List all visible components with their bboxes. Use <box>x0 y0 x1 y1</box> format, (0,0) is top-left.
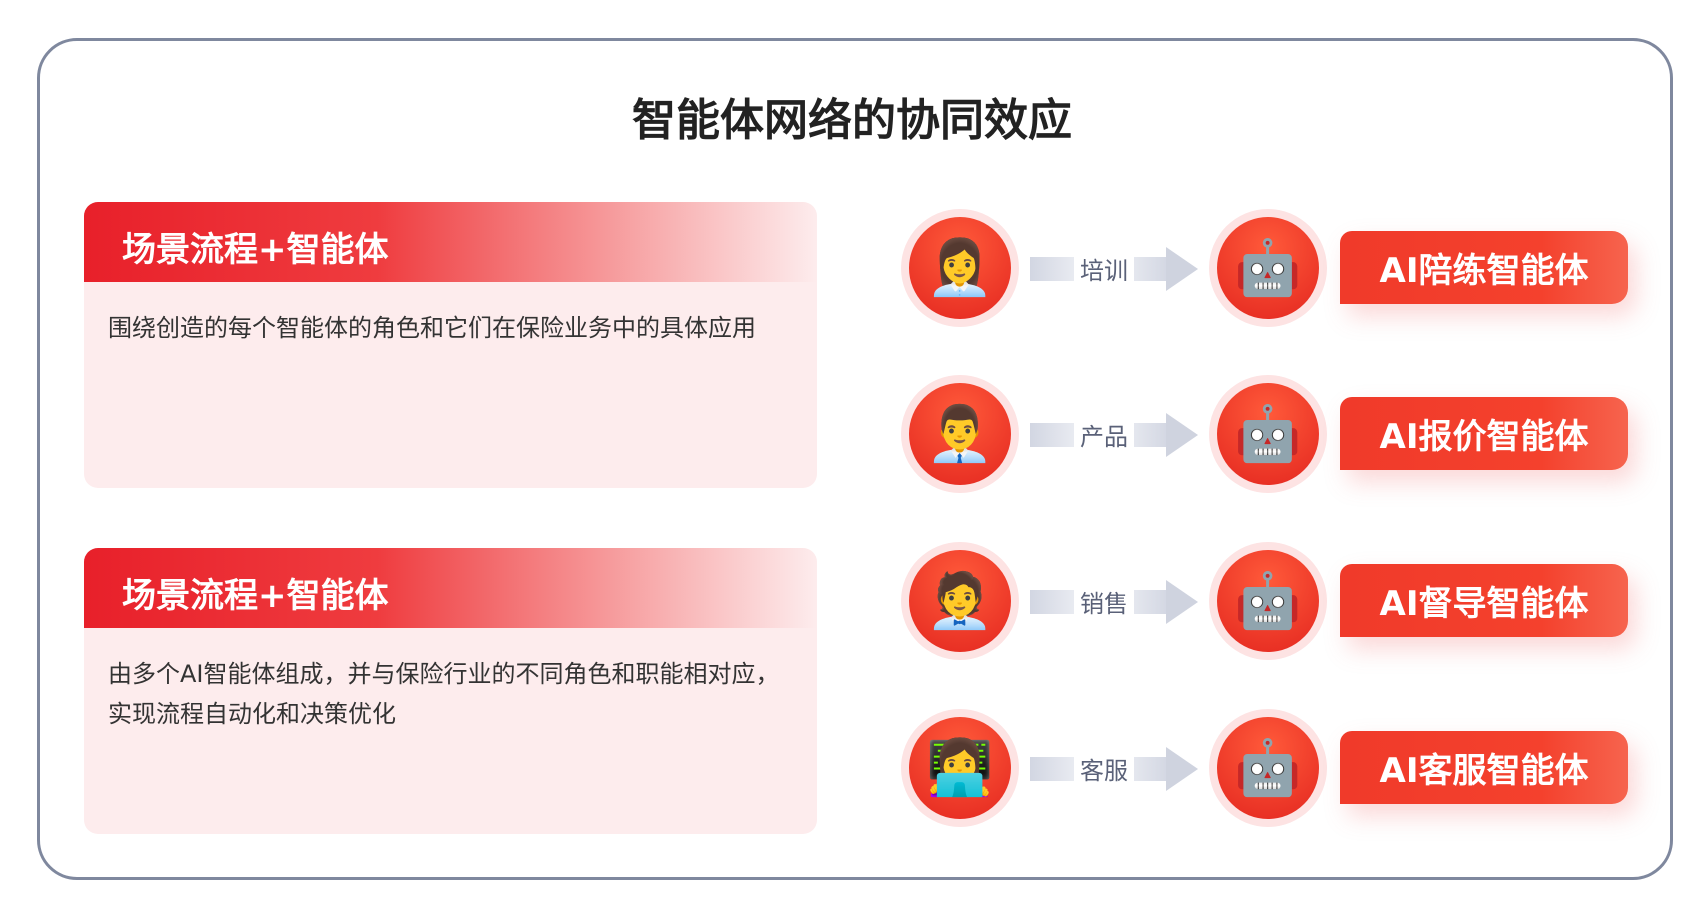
service-avatar-icon: 👩‍💻 <box>901 709 1019 827</box>
flow-row-product: 👨‍💼 产品 🤖 AI报价智能体 <box>900 375 1640 495</box>
action-label: 产品 <box>1074 417 1134 452</box>
arrow-icon: 销售 <box>1030 580 1202 624</box>
agent-label: AI报价智能体 <box>1340 397 1628 470</box>
scenario-panel-1: 场景流程+智能体 围绕创造的每个智能体的角色和它们在保险业务中的具体应用 <box>84 202 817 488</box>
flow-row-service: 👩‍💻 客服 🤖 AI客服智能体 <box>900 709 1640 829</box>
robot-icon: 🤖 <box>1209 375 1327 493</box>
product-avatar-icon: 👨‍💼 <box>901 375 1019 493</box>
action-label: 销售 <box>1074 584 1134 619</box>
arrow-icon: 产品 <box>1030 413 1202 457</box>
agent-label: AI客服智能体 <box>1340 731 1628 804</box>
agent-label: AI陪练智能体 <box>1340 231 1628 304</box>
sales-avatar-icon: 🧑‍💼 <box>901 542 1019 660</box>
page-title: 智能体网络的协同效应 <box>632 95 1072 146</box>
action-label: 客服 <box>1074 751 1134 786</box>
panel-body: 围绕创造的每个智能体的角色和它们在保险业务中的具体应用 <box>108 314 756 342</box>
arrow-icon: 客服 <box>1030 747 1202 791</box>
action-label: 培训 <box>1074 251 1134 286</box>
panel-body: 由多个AI智能体组成，并与保险行业的不同角色和职能相对应，实现流程自动化和决策优… <box>108 660 780 728</box>
panel-header: 场景流程+智能体 <box>84 202 817 282</box>
arrow-icon: 培训 <box>1030 247 1202 291</box>
scenario-panel-2: 场景流程+智能体 由多个AI智能体组成，并与保险行业的不同角色和职能相对应，实现… <box>84 548 817 834</box>
robot-icon: 🤖 <box>1209 709 1327 827</box>
panel-header: 场景流程+智能体 <box>84 548 817 628</box>
robot-icon: 🤖 <box>1209 542 1327 660</box>
robot-icon: 🤖 <box>1209 209 1327 327</box>
flow-row-sales: 🧑‍💼 销售 🤖 AI督导智能体 <box>900 542 1640 662</box>
trainer-avatar-icon: 👩‍💼 <box>901 209 1019 327</box>
agent-label: AI督导智能体 <box>1340 564 1628 637</box>
flow-row-training: 👩‍💼 培训 🤖 AI陪练智能体 <box>900 209 1640 329</box>
